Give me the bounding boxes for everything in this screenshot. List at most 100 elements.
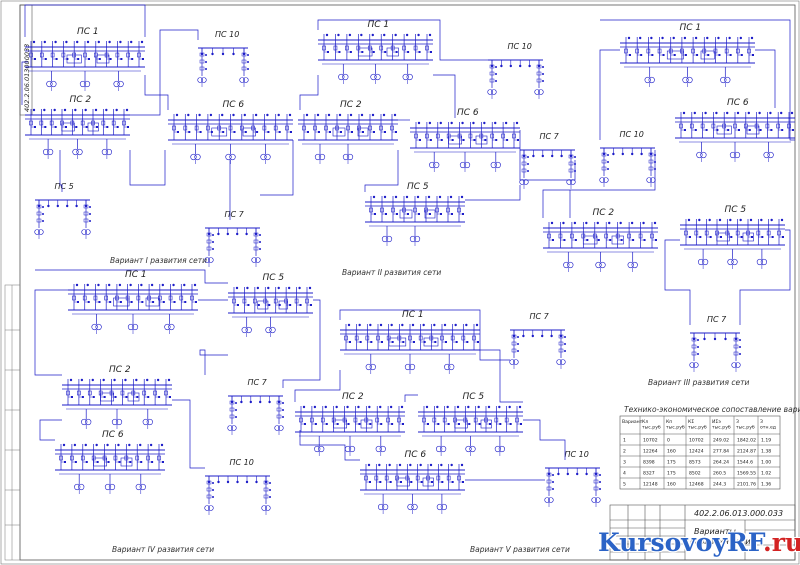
table-cell: 1 (623, 438, 626, 444)
table-cell: 0 (667, 438, 670, 444)
substation-scheme: ПС 1 (318, 20, 433, 84)
substation-label: ПС 7 (248, 378, 268, 387)
table-cell: 1.00 (761, 460, 771, 466)
comparison-table: Технико-экономическое сопоставление вари… (619, 405, 800, 490)
drawing-frame (19, 4, 796, 561)
table-title: Технико-экономическое сопоставление вари… (624, 405, 800, 414)
variant-caption: Вариант II развития сети (342, 268, 441, 277)
substation-label: ПС 6 (457, 108, 479, 118)
table-cell: 10702 (689, 438, 704, 444)
substation-label: ПС 7 (225, 210, 245, 219)
substation-scheme: ПС 5 (418, 392, 523, 456)
substation-label: ПС 1 (125, 270, 147, 280)
variant-caption: Вариант I развития сети (110, 256, 207, 265)
table-cell: 12468 (689, 482, 704, 488)
table-cell: 244.3 (713, 482, 726, 488)
watermark-main: KursovoyRF (598, 528, 764, 557)
substation-scheme: ПС 7 (519, 132, 576, 189)
left-margin-strip (4, 284, 21, 561)
table-header-cell: тыс.руб (642, 425, 661, 431)
substation-label: ПС 2 (340, 100, 362, 110)
table-cell: 1.36 (761, 482, 771, 488)
substation-label: ПС 1 (368, 20, 390, 30)
substation-label: ПС 10 (215, 30, 239, 39)
kursovoyrf-watermark: KursovoyRF.ru (598, 528, 800, 562)
substation-label: ПС 7 (540, 132, 560, 141)
table-cell: 1.38 (761, 449, 771, 455)
substation-scheme: ПС 2 (295, 392, 405, 456)
substation-label: ПС 6 (405, 450, 427, 460)
substation-label: ПС 7 (530, 312, 550, 321)
table-cell: 264.24 (713, 460, 729, 466)
substation-scheme: ПС 7 (204, 210, 261, 267)
table-cell: 2 (623, 449, 626, 455)
sheet-code: 402.2.06.013.000.033 (694, 509, 783, 518)
substation-scheme: ПС 7 (689, 315, 741, 372)
table-cell: 4 (623, 471, 626, 477)
stamp-title-line1: Варианты (694, 527, 736, 536)
table-cell: 3 (623, 460, 626, 466)
variant-caption: Вариант IV развития сети (112, 545, 214, 554)
substation-scheme: ПС 6 (55, 430, 165, 494)
table-header-cell: Кл (642, 419, 648, 425)
substation-scheme: ПС 5 (34, 182, 91, 239)
substation-label: ПС 1 (402, 310, 424, 320)
substation-label: ПС 6 (727, 98, 749, 108)
substation-label: ПС 2 (70, 95, 92, 105)
table-cell: 8327 (643, 471, 655, 477)
variant-caption: Вариант V развития сети (470, 545, 570, 554)
substation-label: ПС 2 (109, 365, 131, 375)
substation-scheme: ПС 7 (227, 378, 284, 435)
substation-label: ПС 5 (263, 273, 285, 283)
table-cell: 1544.6 (737, 460, 753, 466)
substation-scheme: ПС 2 (25, 95, 130, 159)
table-cell: 12264 (643, 449, 658, 455)
table-cell: 5 (623, 482, 626, 488)
table-header-cell: тыс.руб (666, 425, 685, 431)
substation-scheme: ПС 2 (543, 208, 658, 272)
table-cell: 160 (667, 449, 676, 455)
substation-label: ПС 6 (223, 100, 245, 110)
substation-scheme: ПС 7 (509, 312, 566, 369)
table-cell: 277.84 (713, 449, 729, 455)
substation-scheme: ПС 5 (365, 182, 465, 246)
substation-scheme: ПС 6 (360, 450, 465, 514)
substation-scheme: ПС 10 (197, 30, 249, 87)
substation-scheme: ПС 10 (487, 42, 544, 99)
table-header-cell: тыс.руб (736, 425, 755, 431)
substation-scheme: ПС 5 (680, 205, 785, 269)
corner-code: 402.2.06.013000033 (23, 44, 31, 112)
table-cell: 175 (667, 471, 676, 477)
table-cell: 10702 (643, 438, 658, 444)
substation-scheme: ПС 1 (620, 23, 755, 87)
substation-label: ПС 5 (463, 392, 485, 402)
table-cell: 12148 (643, 482, 658, 488)
table-cell: 2101.76 (737, 482, 756, 488)
table-header-cell: тыс.руб (688, 425, 707, 431)
table-cell: 12424 (689, 449, 704, 455)
table-cell: 1.02 (761, 471, 771, 477)
table-cell: 1842.02 (737, 438, 756, 444)
substation-scheme: ПС 2 (298, 100, 398, 164)
substation-scheme: ПС 1 (340, 310, 480, 374)
substation-label: ПС 5 (407, 182, 429, 192)
substation-scheme: ПС 6 (675, 98, 795, 162)
substation-label: ПС 10 (508, 42, 532, 51)
substation-label: ПС 2 (593, 208, 615, 218)
substation-label: ПС 10 (230, 458, 254, 467)
table-cell: 260.5 (713, 471, 726, 477)
stamp-title-line2: развития сети (689, 537, 751, 546)
substation-label: ПС 5 (55, 182, 74, 191)
table-cell: 1.19 (761, 438, 771, 444)
table-header-cell: КΣ (688, 419, 694, 425)
substation-label: ПС 2 (342, 392, 364, 402)
substation-label: ПС 10 (620, 130, 644, 139)
table-cell: 8502 (689, 471, 701, 477)
table-header-cell: отн.ед (760, 426, 776, 431)
substation-scheme: ПС 6 (410, 108, 520, 172)
substation-scheme: ПС 1 (68, 270, 198, 334)
table-cell: 160 (667, 482, 676, 488)
table-cell: 1569.55 (737, 471, 756, 477)
substation-scheme: ПС 1 (25, 27, 145, 91)
